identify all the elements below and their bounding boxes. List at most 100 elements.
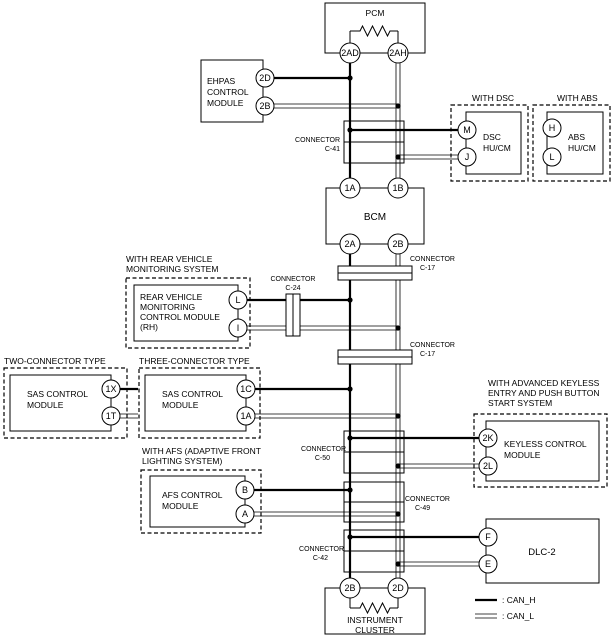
rear-option-frame — [125, 277, 251, 349]
legend-can-h-label: : CAN_H — [502, 595, 536, 605]
ehpas-pin-can-h — [255, 68, 275, 88]
bcm-pin-can-h-top — [339, 177, 361, 199]
splice-dot — [395, 511, 401, 517]
dlc-pin-can-h — [478, 527, 498, 547]
keyless-pin-can-h-label: 2K — [482, 433, 493, 443]
splice-dot — [395, 561, 401, 567]
splice-dot — [347, 127, 353, 133]
sas2-pin-can-h-label: 1X — [105, 384, 116, 394]
pcm-pin-can-h — [339, 42, 361, 64]
dlc-pin-can-h-label: F — [485, 532, 491, 542]
splice-dot — [395, 154, 401, 160]
sas3-pin-can-l — [236, 406, 256, 426]
sas3-pin-can-h-label: 1C — [240, 384, 252, 394]
bcm-pin-can-h-bottom — [339, 233, 361, 255]
pcm-pin-can-h-label: 2AD — [341, 48, 359, 58]
terminating-resistor-icon — [350, 601, 398, 615]
abs-option-frame — [532, 104, 611, 182]
can-wires — [120, 60, 479, 580]
rear-pin-can-l — [228, 318, 248, 338]
sas2-option-frame — [3, 367, 128, 439]
abs-pin-can-l-label: L — [549, 152, 554, 162]
dlc-module: DLC-2 F E — [478, 518, 600, 584]
splice-dot — [395, 103, 401, 109]
sas2-pin-can-l — [101, 406, 121, 426]
splice-dot — [347, 297, 353, 303]
afs-pin-can-h-label: B — [242, 485, 248, 495]
ehpas-pin-can-l — [255, 96, 275, 116]
ehpas-pin-can-l-label: 2B — [259, 101, 270, 111]
abs-pin-can-h-label: H — [549, 123, 556, 133]
rear-pin-can-h — [228, 290, 248, 310]
abs-pin-can-h — [542, 118, 562, 138]
abs-pin-can-l — [542, 147, 562, 167]
abs-group-label: WITH ABS — [557, 93, 598, 103]
sas3-pin-can-l-label: 1A — [240, 411, 251, 421]
sas2-group-label: TWO-CONNECTOR TYPE — [4, 356, 106, 366]
pcm-pin-can-l — [387, 42, 409, 64]
splice-dot — [347, 75, 353, 81]
bcm-pin-can-h-top-label: 1A — [344, 183, 355, 193]
dsc-pin-can-h-label: M — [463, 125, 471, 135]
pcm-module: PCM 2AD 2AH — [324, 2, 426, 64]
rear-pin-can-l-label: I — [237, 323, 240, 333]
terminating-resistor-icon — [350, 24, 398, 38]
dsc-pin-can-l-label: J — [465, 152, 470, 162]
rear-pin-can-h-label: L — [235, 295, 240, 305]
dsc-group-label: WITH DSC — [472, 93, 514, 103]
bcm-pin-can-h-bottom-label: 2A — [344, 239, 355, 249]
splice-dot — [395, 463, 401, 469]
bcm-pin-can-l-top — [387, 177, 409, 199]
afs-option-frame — [140, 469, 262, 534]
pcm-label: PCM — [366, 8, 385, 18]
bcm-module: BCM 1A 1B 2A 2B — [325, 177, 425, 255]
sas3-pin-can-h — [236, 379, 256, 399]
dlc-pin-can-l — [478, 554, 498, 574]
sas2-pin-can-h — [101, 379, 121, 399]
bcm-pin-can-l-bottom-label: 2B — [392, 239, 403, 249]
cluster-pin-can-l-label: 2D — [392, 583, 404, 593]
cluster-pin-can-h-label: 2B — [344, 583, 355, 593]
dsc-option-frame — [450, 104, 529, 182]
bcm-pin-can-l-bottom — [387, 233, 409, 255]
splice-dots — [347, 75, 401, 567]
legend: : CAN_H : CAN_L — [475, 595, 536, 621]
cluster-pin-can-h — [339, 577, 361, 599]
pcm-pin-can-l-label: 2AH — [389, 48, 407, 58]
splice-dot — [347, 386, 353, 392]
splice-dot — [347, 487, 353, 493]
sas2-pin-can-l-label: 1T — [106, 411, 117, 421]
dsc-pin-can-h — [457, 120, 477, 140]
keyless-pin-can-l-label: 2L — [483, 461, 493, 471]
connector-symbols — [285, 120, 413, 573]
dlc-pin-can-l-label: E — [485, 559, 491, 569]
keyless-option-frame — [473, 413, 608, 488]
dlc-label: DLC-2 — [528, 547, 555, 558]
afs-pin-can-l — [235, 504, 255, 524]
